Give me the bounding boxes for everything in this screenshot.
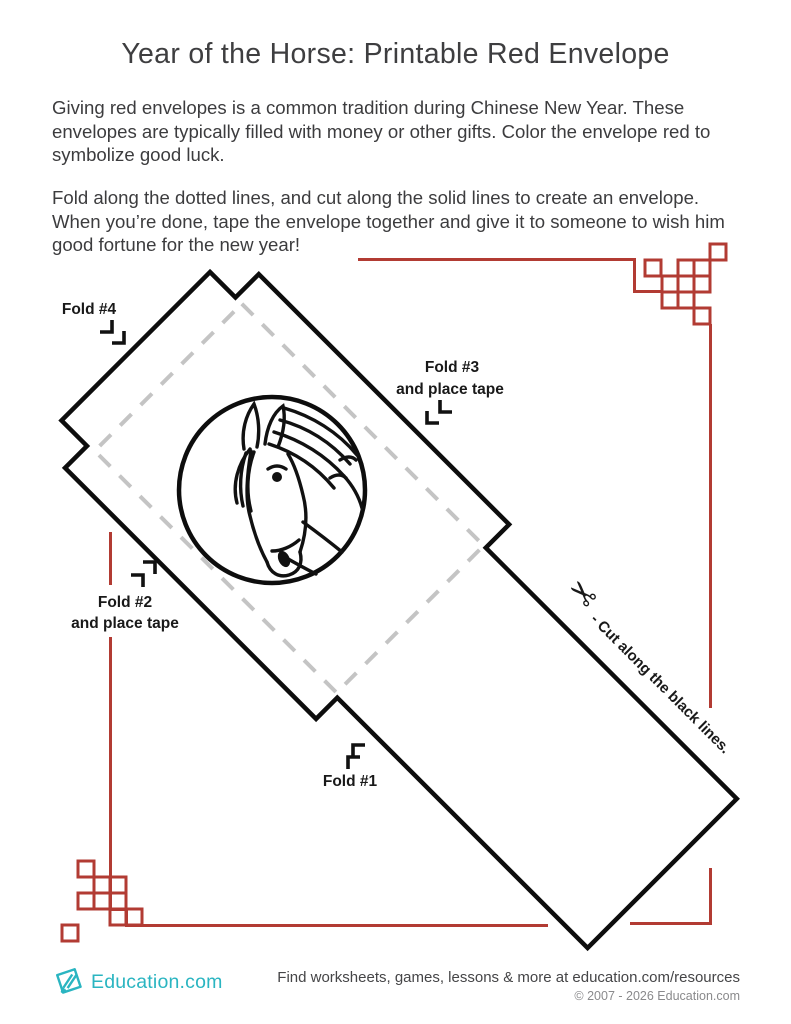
- frame-bottom-right-corner: [630, 868, 712, 925]
- education-pencil-icon: [56, 968, 82, 994]
- footer-logo: Education.com: [52, 966, 223, 998]
- fold2-sub-label: and place tape: [71, 615, 179, 632]
- footer-copyright: © 2007 - 2026 Education.com: [574, 989, 740, 1003]
- fold2-label: Fold #2: [98, 594, 152, 611]
- fold4-mark-icon: [100, 320, 114, 334]
- fold1-mark-icon: [351, 743, 365, 757]
- envelope-fold-dashed-lines: [91, 300, 487, 696]
- fold2-mark-icon: [143, 560, 157, 574]
- horse-medallion: [176, 394, 368, 586]
- fold1-label: Fold #1: [323, 773, 378, 790]
- fold3-mark-icon: [438, 400, 452, 414]
- medallion-circle: [176, 394, 368, 586]
- footer-info: Find worksheets, games, lessons & more a…: [277, 969, 740, 1003]
- corner-motif-bottom-left: [60, 859, 144, 943]
- fold2-mark-icon: [131, 573, 145, 587]
- fold-corner-marks: [100, 320, 452, 769]
- fold4-mark-icon: [112, 331, 126, 345]
- fold-labels: Fold #4 Fold #3 and place tape Fold #2 a…: [62, 301, 504, 790]
- fold4-label: Fold #4: [62, 301, 117, 318]
- fold3-label: Fold #3: [425, 359, 480, 376]
- intro-paragraph-1: Giving red envelopes is a common traditi…: [52, 97, 711, 165]
- intro-paragraph-2: Fold along the dotted lines, and cut alo…: [52, 187, 725, 255]
- fold1-mark-icon: [346, 755, 360, 769]
- fold3-sub-label: and place tape: [396, 381, 504, 398]
- footer-tagline: Find worksheets, games, lessons & more a…: [277, 969, 740, 986]
- horse-head-illustration: [233, 400, 364, 578]
- page-title: Year of the Horse: Printable Red Envelop…: [121, 38, 670, 70]
- corner-motif-top-right: [643, 242, 728, 326]
- frame-top-line: [358, 258, 661, 293]
- education-logo-text: Education.com: [91, 970, 223, 993]
- fold3-mark-icon: [425, 411, 439, 425]
